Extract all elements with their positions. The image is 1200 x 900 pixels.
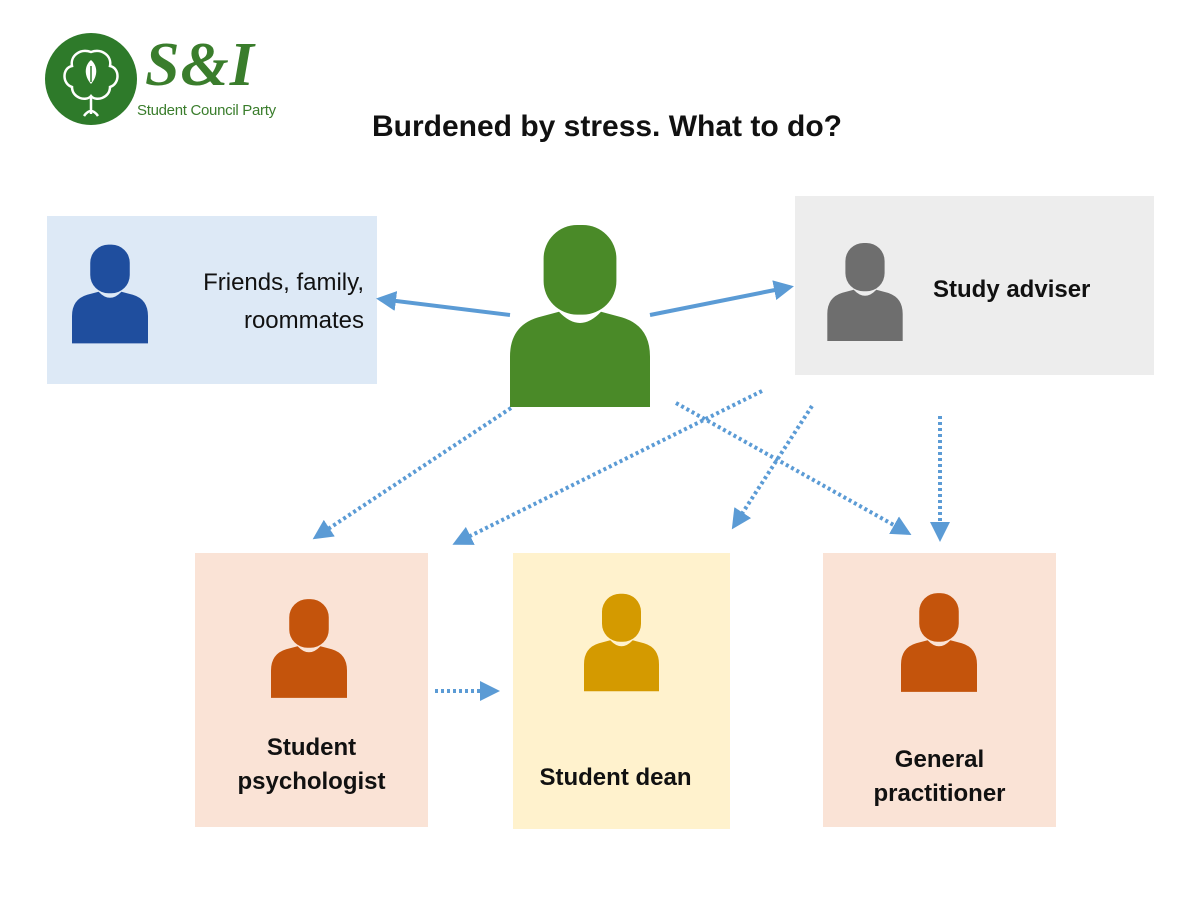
psychologist-label-line2: psychologist bbox=[237, 768, 386, 795]
arrow-adviser-to-psychologist bbox=[452, 389, 763, 545]
arrow-center-to-psychologist bbox=[312, 406, 513, 540]
person-icon bbox=[901, 593, 977, 692]
person-icon bbox=[271, 599, 347, 698]
adviser-label: Study adviser bbox=[933, 276, 1091, 303]
gp-label-line2: practitioner bbox=[873, 780, 1006, 807]
friends-label-line2: roommates bbox=[243, 307, 364, 334]
psychologist-label-line1: Student bbox=[266, 734, 357, 761]
dean-label: Student dean bbox=[539, 764, 692, 791]
psychologist-label: Student psychologist bbox=[195, 731, 428, 799]
person-icon bbox=[72, 244, 148, 344]
gp-label: General practitioner bbox=[823, 743, 1056, 811]
arrow-center-to-friends bbox=[376, 291, 511, 317]
friends-label-line1: Friends, family, bbox=[203, 269, 364, 296]
logo-tagline: Student Council Party bbox=[137, 102, 276, 119]
logo-tree-icon bbox=[45, 33, 137, 125]
psychologist-box: Student psychologist bbox=[195, 553, 428, 827]
person-icon bbox=[827, 243, 903, 341]
friends-label: Friends, family, roommates bbox=[203, 264, 364, 340]
person-icon bbox=[584, 593, 659, 692]
person-icon bbox=[510, 225, 650, 407]
arrow-center-to-adviser bbox=[649, 280, 794, 317]
arrow-center-to-gp bbox=[675, 401, 912, 535]
arrow-adviser-to-dean bbox=[731, 404, 814, 530]
page-title: Burdened by stress. What to do? bbox=[371, 110, 843, 143]
gp-label-line1: General bbox=[894, 746, 985, 773]
logo-name: S&I bbox=[145, 31, 255, 99]
